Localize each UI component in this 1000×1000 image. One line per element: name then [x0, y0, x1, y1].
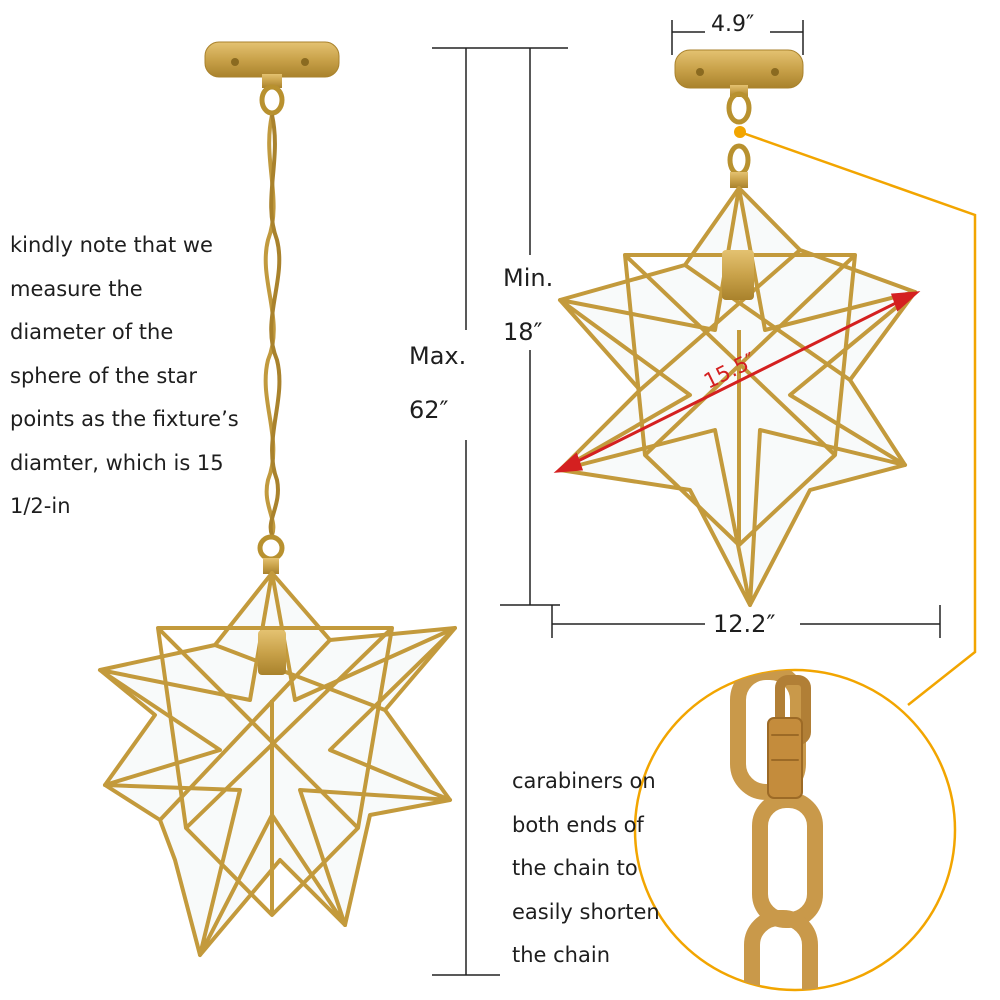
carabiner-note-line: both ends of: [512, 812, 644, 837]
right-star-pendant-light: [558, 49, 917, 607]
callout-connector: [734, 126, 977, 706]
min-label: Min.: [503, 264, 554, 292]
min-height-dimension-line: [500, 47, 568, 606]
max-value: 62″: [409, 396, 449, 424]
diameter-note-line: kindly note that we: [10, 233, 213, 257]
canopy-width-dimension-line: [671, 20, 804, 55]
carabiner-closeup: [633, 668, 957, 992]
diameter-note-line: sphere of the star: [10, 363, 198, 388]
carabiner-note-line: the chain to: [512, 856, 638, 881]
canopy-width-value: 4.9″: [711, 12, 755, 37]
left-chain: [263, 114, 282, 536]
fixture-width-dimension-line: [551, 605, 941, 638]
diameter-note: kindly note that we measure the diameter…: [10, 224, 255, 529]
carabiner-note-line: easily shorten: [512, 899, 660, 924]
min-value: 18″: [503, 318, 543, 346]
max-height-dimension-line: [432, 47, 500, 976]
diameter-note-line: diameter of the: [10, 320, 174, 344]
carabiner-note: carabiners on both ends of the chain to …: [512, 760, 712, 978]
diameter-arrow: [553, 291, 921, 473]
carabiner-note-line: the chain: [512, 943, 611, 968]
carabiner-note-line: carabiners on: [512, 769, 656, 793]
diameter-note-line: 1/2-in: [10, 494, 71, 518]
diameter-note-line: measure the: [10, 276, 143, 301]
max-label: Max.: [409, 342, 467, 370]
fixture-width-value: 12.2″: [713, 610, 776, 638]
diameter-note-line: points as the fixture’s: [10, 407, 239, 431]
left-star-pendant-light: [98, 41, 457, 957]
diameter-note-line: diamter, which is 15: [10, 450, 224, 475]
